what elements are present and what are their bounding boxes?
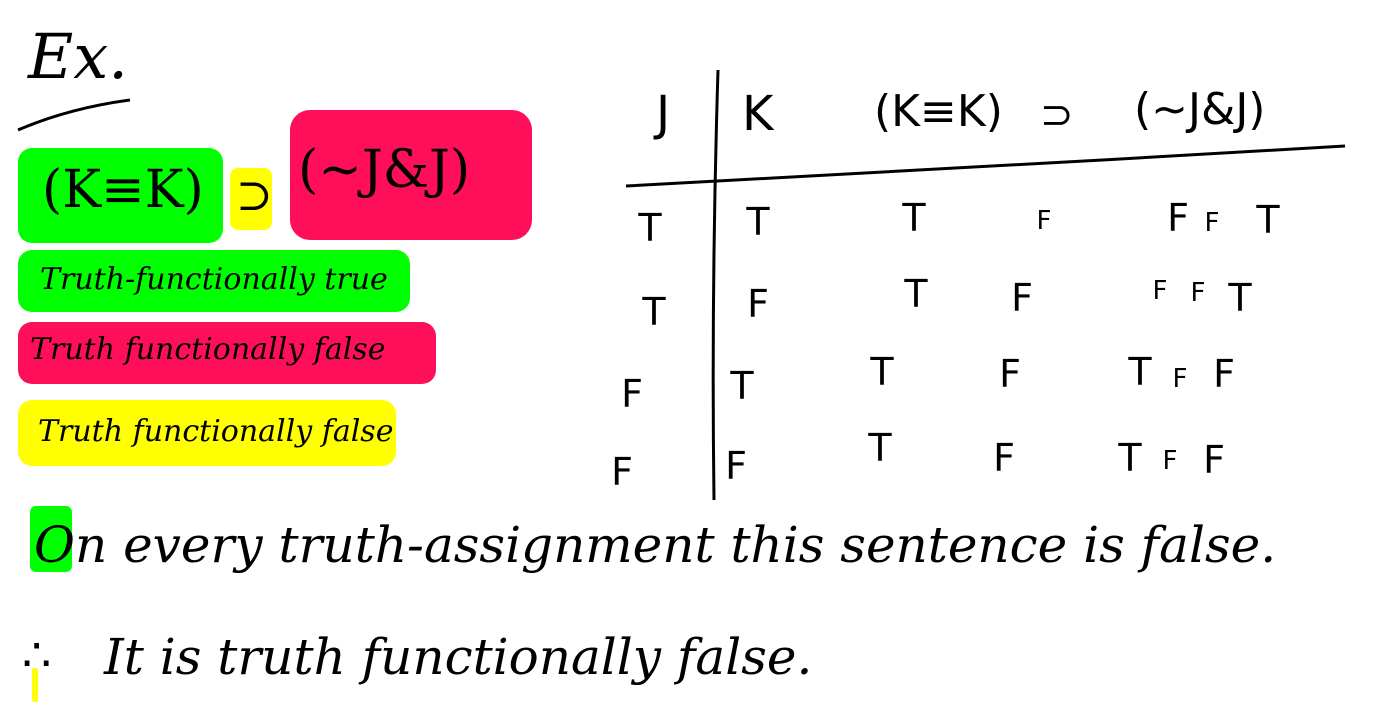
header-right: (~J&J) [1134,84,1266,135]
red-highlight-row [18,322,436,384]
conclusion-line-1: On every truth-assignment this sentence … [34,516,1277,574]
header-k: K [742,86,774,142]
cell-jj: T [1228,276,1252,320]
cell-and: F [1172,364,1188,394]
sentence-left: (K≡K) [42,160,204,220]
cell-main: F [1011,276,1033,320]
cell-main: F [999,352,1021,396]
cell-k: F [747,282,769,326]
yellow-highlight-mark [32,668,38,702]
cell-nj: T [1118,436,1142,480]
green-highlight-mark [30,506,72,572]
classification-false-yellow: Truth functionally false [38,414,394,449]
example-label: Ex. [28,20,128,93]
header-left: (K≡K) [874,86,1003,137]
conclusion-line-2: It is truth functionally false. [104,628,813,686]
yellow-highlight-connective [230,168,272,230]
cell-and: F [1162,446,1178,476]
red-highlight-right [290,110,532,240]
cell-kk: T [904,272,928,316]
cell-and: F [1204,208,1220,238]
yellow-highlight-row [18,400,396,466]
cell-k: F [725,444,747,488]
cell-j: T [638,206,662,250]
therefore-symbol: ∴ [22,628,52,682]
cell-kk: T [868,426,892,470]
cell-main: F [1036,206,1052,236]
cell-nj: T [1128,350,1152,394]
green-highlight-left [18,148,223,243]
cell-jj: F [1203,438,1225,482]
classification-true: Truth-functionally true [40,262,388,297]
classification-false-red: Truth functionally false [30,332,386,367]
cell-kk: T [870,350,894,394]
cell-k: T [746,200,770,244]
header-j: J [656,86,671,142]
cell-nj: F [1167,196,1189,240]
header-connective: ⊃ [1040,92,1074,138]
sentence-connective: ⊃ [236,170,273,221]
cell-kk: T [902,196,926,240]
cell-j: F [611,450,633,494]
cell-j: T [642,290,666,334]
sentence-right: (~J&J) [298,140,471,200]
cell-j: F [621,372,643,416]
cell-k: T [730,364,754,408]
cell-jj: F [1213,352,1235,396]
cell-nj: F [1152,276,1168,306]
green-highlight-row [18,250,410,312]
cell-jj: T [1256,198,1280,242]
cell-and: F [1190,278,1206,308]
cell-main: F [993,436,1015,480]
